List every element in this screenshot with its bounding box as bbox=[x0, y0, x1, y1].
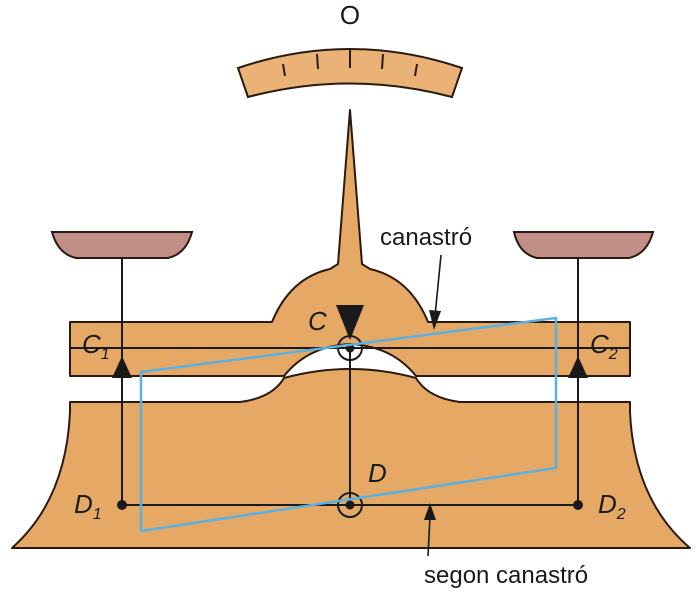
callout-canastro-pointer bbox=[429, 254, 442, 330]
scale-tick bbox=[414, 63, 418, 77]
callout-segon-pointer bbox=[424, 503, 436, 557]
c2-main: C bbox=[590, 329, 609, 359]
d1-main: D bbox=[74, 489, 93, 519]
scale-tick bbox=[282, 63, 286, 77]
d2-main: D bbox=[598, 489, 617, 519]
scale-tick bbox=[316, 53, 319, 70]
left-pan bbox=[50, 231, 194, 259]
d1-label: D1 bbox=[74, 489, 102, 523]
tilted-frame bbox=[139, 316, 558, 533]
pivot-d2 bbox=[573, 500, 583, 510]
d1-sub: 1 bbox=[93, 506, 102, 523]
pivot-c-label: C bbox=[308, 306, 327, 336]
c1-sub: 1 bbox=[101, 346, 110, 363]
c2-sub: 2 bbox=[608, 346, 618, 363]
right-pan bbox=[512, 231, 655, 259]
c1-main: C bbox=[82, 329, 101, 359]
zero-mark-label: O bbox=[340, 0, 360, 30]
pivot-d1 bbox=[117, 500, 127, 510]
left-up-arrow bbox=[112, 356, 132, 378]
right-up-arrow bbox=[568, 356, 588, 378]
d2-sub: 2 bbox=[616, 506, 626, 523]
c1-label: C1 bbox=[82, 329, 110, 363]
scale-arc bbox=[236, 48, 464, 99]
pivot-d-label: D bbox=[368, 458, 387, 488]
c2-label: C2 bbox=[590, 329, 618, 363]
pivot-d bbox=[337, 492, 363, 518]
segon-canastro-label: segon canastró bbox=[424, 562, 588, 589]
canastro-label: canastró bbox=[380, 224, 472, 251]
pivot-pointer bbox=[336, 305, 364, 340]
d2-label: D2 bbox=[598, 489, 626, 523]
scale-tick bbox=[381, 53, 384, 70]
